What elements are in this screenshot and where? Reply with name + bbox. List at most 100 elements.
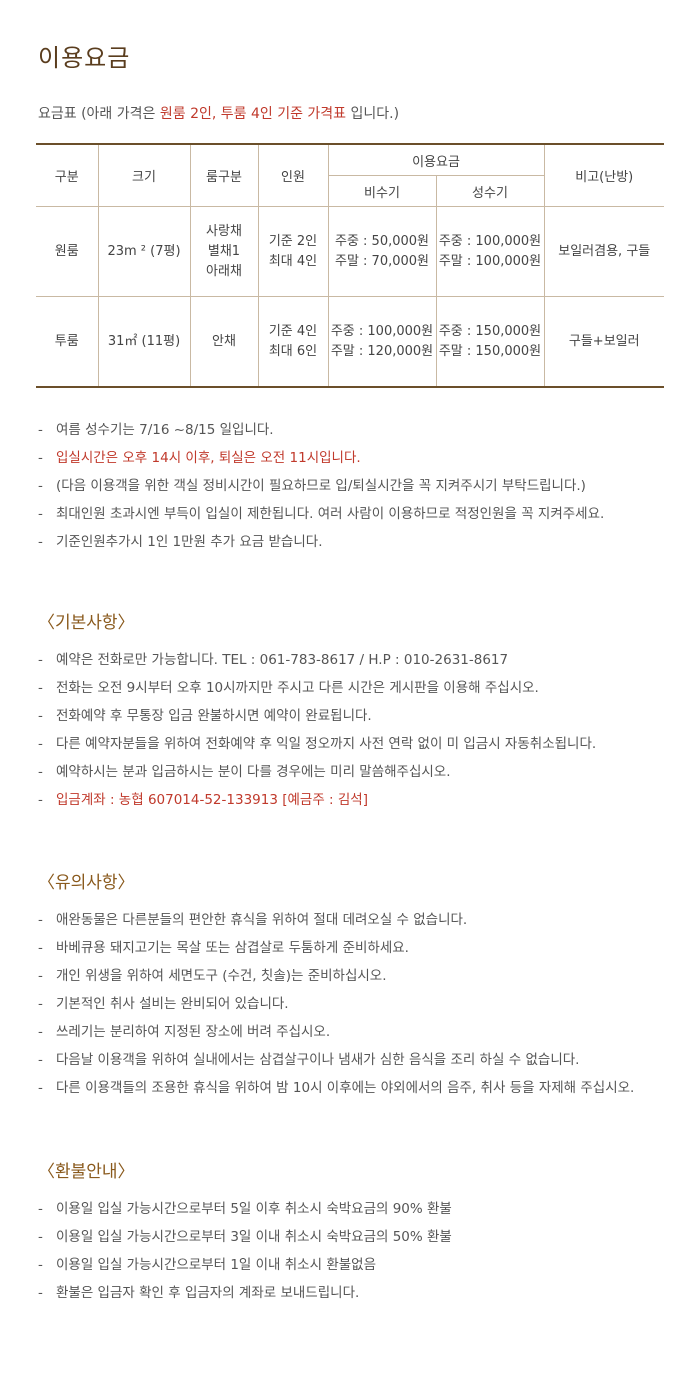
list-item-text: 개인 위생을 위하여 세면도구 (수건, 칫솔)는 준비하십시오. bbox=[56, 968, 387, 984]
table-row: 투룸 31㎡ (11평) 안채 기준 4인 최대 6인 주중 : 100,000… bbox=[36, 296, 664, 388]
section-title-basic: 〈기본사항〉 bbox=[38, 613, 135, 633]
list-item: -기본적인 취사 설비는 완비되어 있습니다. bbox=[38, 990, 634, 1018]
list-item: -예약은 전화로만 가능합니다. TEL : 061-783-8617 / H.… bbox=[38, 646, 596, 674]
dash-bullet: - bbox=[38, 940, 43, 956]
header-size: 크기 bbox=[97, 143, 191, 207]
list-item-text: 여름 성수기는 7/16 ~8/15 일입니다. bbox=[56, 422, 274, 438]
list-item-text: 최대인원 초과시엔 부득이 입실이 제한됩니다. 여러 사람이 이용하므로 적정… bbox=[56, 506, 605, 522]
dash-bullet: - bbox=[38, 996, 43, 1012]
people-max: 최대 4인 bbox=[268, 253, 318, 269]
list-item: -애완동물은 다른분들의 편안한 휴식을 위하여 절대 데려오실 수 없습니다. bbox=[38, 906, 634, 934]
caution-notes-list: -애완동물은 다른분들의 편안한 휴식을 위하여 절대 데려오실 수 없습니다.… bbox=[38, 906, 634, 1102]
list-item-text: 전화는 오전 9시부터 오후 10시까지만 주시고 다른 시간은 게시판을 이용… bbox=[56, 680, 539, 696]
header-price: 이용요금 bbox=[327, 143, 545, 176]
row-peak-season: 주중 : 150,000원 주말 : 150,000원 bbox=[435, 296, 545, 388]
row-size: 31㎡ (11평) bbox=[97, 296, 191, 388]
dash-bullet: - bbox=[38, 422, 43, 438]
list-item: -바베큐용 돼지고기는 목살 또는 삼겹살로 두툼하게 준비하세요. bbox=[38, 934, 634, 962]
weekend-price: 주말 : 70,000원 bbox=[334, 253, 429, 269]
dash-bullet: - bbox=[38, 680, 43, 696]
dash-bullet: - bbox=[38, 912, 43, 928]
dash-bullet: - bbox=[38, 652, 43, 668]
row-people: 기준 4인 최대 6인 bbox=[257, 296, 329, 388]
weekend-price: 주말 : 150,000원 bbox=[438, 343, 542, 359]
list-item-text: 예약하시는 분과 입금하시는 분이 다를 경우에는 미리 말씀해주십시오. bbox=[56, 764, 451, 780]
dash-bullet: - bbox=[38, 1229, 43, 1245]
list-item-text: 쓰레기는 분리하여 지정된 장소에 버려 주십시오. bbox=[56, 1024, 331, 1040]
header-people: 인원 bbox=[257, 143, 329, 207]
row-people: 기준 2인 최대 4인 bbox=[257, 206, 329, 297]
row-category: 원룸 bbox=[36, 206, 99, 297]
list-item: -기준인원추가시 1인 1만원 추가 요금 받습니다. bbox=[38, 528, 604, 556]
dash-bullet: - bbox=[38, 736, 43, 752]
price-notes-list: -여름 성수기는 7/16 ~8/15 일입니다.-입실시간은 오후 14시 이… bbox=[38, 416, 604, 556]
list-item: -다음날 이용객을 위하여 실내에서는 삼겹살구이나 냄새가 심한 음식을 조리… bbox=[38, 1046, 634, 1074]
people-base: 기준 2인 bbox=[268, 233, 318, 249]
room-type-line: 아래채 bbox=[206, 263, 242, 279]
dash-bullet: - bbox=[38, 968, 43, 984]
list-item: -여름 성수기는 7/16 ~8/15 일입니다. bbox=[38, 416, 604, 444]
list-item: -이용일 입실 가능시간으로부터 1일 이내 취소시 환불없음 bbox=[38, 1251, 452, 1279]
room-type-line: 안채 bbox=[212, 333, 236, 349]
row-off-season: 주중 : 100,000원 주말 : 120,000원 bbox=[327, 296, 437, 388]
list-item-text: 다른 이용객들의 조용한 휴식을 위하여 밤 10시 이후에는 야외에서의 음주… bbox=[56, 1080, 635, 1096]
list-item: -전화예약 후 무통장 입금 완불하시면 예약이 완료됩니다. bbox=[38, 702, 596, 730]
row-room-type: 안채 bbox=[189, 296, 259, 388]
list-item: -다른 예약자분들을 위하여 전화예약 후 익일 정오까지 사전 연락 없이 미… bbox=[38, 730, 596, 758]
dash-bullet: - bbox=[38, 708, 43, 724]
header-room-type: 룸구분 bbox=[189, 143, 259, 207]
row-off-season: 주중 : 50,000원 주말 : 70,000원 bbox=[327, 206, 437, 297]
row-note: 구들+보일러 bbox=[543, 296, 664, 388]
subtitle-pre: 요금표 (아래 가격은 bbox=[38, 106, 160, 122]
weekday-price: 주중 : 150,000원 bbox=[438, 323, 542, 339]
subtitle-post: 입니다.) bbox=[346, 106, 400, 122]
list-item: -환불은 입금자 확인 후 입금자의 계좌로 보내드립니다. bbox=[38, 1279, 452, 1307]
table-row: 원룸 23m ² (7평) 사랑채 별채1 아래채 기준 2인 최대 4인 주중… bbox=[36, 206, 664, 297]
dash-bullet: - bbox=[38, 1257, 43, 1273]
list-item: -최대인원 초과시엔 부득이 입실이 제한됩니다. 여러 사람이 이용하므로 적… bbox=[38, 500, 604, 528]
list-item-text: 예약은 전화로만 가능합니다. TEL : 061-783-8617 / H.P… bbox=[56, 652, 509, 668]
dash-bullet: - bbox=[38, 1080, 43, 1096]
row-room-type: 사랑채 별채1 아래채 bbox=[189, 206, 259, 297]
list-item-text: 환불은 입금자 확인 후 입금자의 계좌로 보내드립니다. bbox=[56, 1285, 360, 1301]
weekday-price: 주중 : 100,000원 bbox=[438, 233, 542, 249]
weekday-price: 주중 : 50,000원 bbox=[334, 233, 429, 249]
people-max: 최대 6인 bbox=[268, 343, 318, 359]
dash-bullet: - bbox=[38, 506, 43, 522]
list-item-text: 기본적인 취사 설비는 완비되어 있습니다. bbox=[56, 996, 289, 1012]
dash-bullet: - bbox=[38, 534, 43, 550]
weekend-price: 주말 : 120,000원 bbox=[330, 343, 434, 359]
people-base: 기준 4인 bbox=[268, 323, 318, 339]
list-item: -(다음 이용객을 위한 객실 정비시간이 필요하므로 입/퇴실시간을 꼭 지켜… bbox=[38, 472, 604, 500]
list-item-text: 이용일 입실 가능시간으로부터 5일 이후 취소시 숙박요금의 90% 환불 bbox=[56, 1201, 452, 1217]
list-item: -입실시간은 오후 14시 이후, 퇴실은 오전 11시입니다. bbox=[38, 444, 604, 472]
list-item-text: 애완동물은 다른분들의 편안한 휴식을 위하여 절대 데려오실 수 없습니다. bbox=[56, 912, 468, 928]
dash-bullet: - bbox=[38, 1285, 43, 1301]
section-title-caution: 〈유의사항〉 bbox=[38, 873, 135, 893]
refund-notes-list: -이용일 입실 가능시간으로부터 5일 이후 취소시 숙박요금의 90% 환불-… bbox=[38, 1195, 452, 1307]
row-category: 투룸 bbox=[36, 296, 99, 388]
header-off-season: 비수기 bbox=[328, 175, 437, 207]
subtitle-highlight: 원룸 2인, 투룸 4인 기준 가격표 bbox=[159, 106, 347, 122]
list-item-text: 이용일 입실 가능시간으로부터 1일 이내 취소시 환불없음 bbox=[56, 1257, 376, 1273]
list-item-text: 다른 예약자분들을 위하여 전화예약 후 익일 정오까지 사전 연락 없이 미 … bbox=[56, 736, 597, 752]
dash-bullet: - bbox=[38, 450, 43, 466]
header-note: 비고(난방) bbox=[543, 143, 664, 207]
list-item-text: 다음날 이용객을 위하여 실내에서는 삼겹살구이나 냄새가 심한 음식을 조리 … bbox=[56, 1052, 580, 1068]
dash-bullet: - bbox=[38, 478, 43, 494]
list-item: -쓰레기는 분리하여 지정된 장소에 버려 주십시오. bbox=[38, 1018, 634, 1046]
row-size: 23m ² (7평) bbox=[97, 206, 191, 297]
list-item-text: 입실시간은 오후 14시 이후, 퇴실은 오전 11시입니다. bbox=[56, 450, 361, 466]
dash-bullet: - bbox=[38, 792, 43, 808]
row-note: 보일러겸용, 구들 bbox=[543, 206, 664, 297]
dash-bullet: - bbox=[38, 1052, 43, 1068]
list-item-text: 전화예약 후 무통장 입금 완불하시면 예약이 완료됩니다. bbox=[56, 708, 372, 724]
list-item-text: 바베큐용 돼지고기는 목살 또는 삼겹살로 두툼하게 준비하세요. bbox=[56, 940, 409, 956]
dash-bullet: - bbox=[38, 1024, 43, 1040]
room-type-line: 사랑채 bbox=[206, 223, 242, 239]
price-table: 구분 크기 룸구분 인원 이용요금 비고(난방) 비수기 성수기 원룸 23m … bbox=[36, 143, 664, 388]
room-type-line: 별채1 bbox=[207, 243, 241, 259]
header-category: 구분 bbox=[36, 143, 99, 207]
list-item: -예약하시는 분과 입금하시는 분이 다를 경우에는 미리 말씀해주십시오. bbox=[38, 758, 596, 786]
list-item: -개인 위생을 위하여 세면도구 (수건, 칫솔)는 준비하십시오. bbox=[38, 962, 634, 990]
